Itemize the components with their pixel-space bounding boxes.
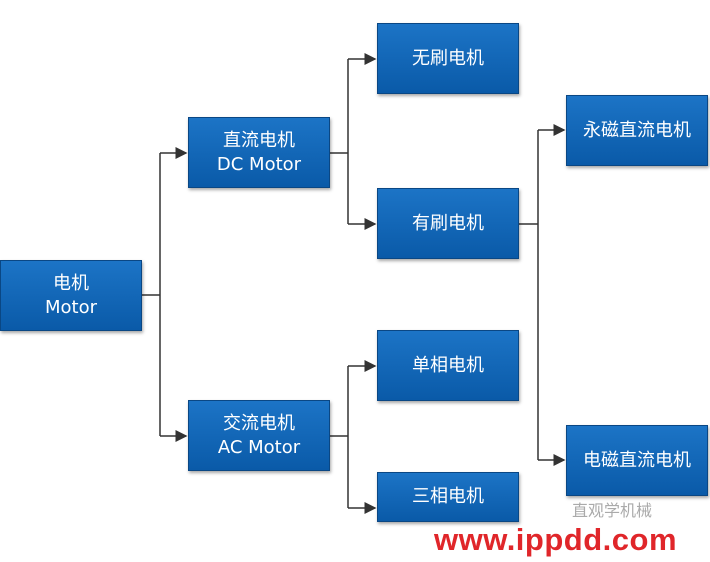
- node-motor: 电机 Motor: [0, 260, 142, 331]
- node-brushless: 无刷电机: [377, 23, 519, 94]
- connector-brushed: [519, 130, 539, 460]
- node-three-phase: 三相电机: [377, 472, 519, 522]
- node-label-zh: 永磁直流电机: [583, 119, 691, 141]
- connector-dc: [330, 59, 349, 224]
- node-label-zh: 交流电机: [223, 412, 295, 434]
- node-dc-motor: 直流电机 DC Motor: [188, 117, 330, 188]
- node-label-zh: 无刷电机: [412, 47, 484, 69]
- connector-ac: [330, 366, 349, 508]
- node-label-zh: 直流电机: [223, 129, 295, 151]
- node-label-en: DC Motor: [216, 153, 302, 175]
- node-label-zh: 电机: [53, 272, 89, 294]
- source-watermark: 直观学机械: [572, 501, 653, 520]
- node-brushed: 有刷电机: [377, 188, 519, 259]
- node-electromagnetic-dc: 电磁直流电机: [566, 425, 708, 496]
- node-single-phase: 单相电机: [377, 330, 519, 401]
- node-label-en: AC Motor: [217, 436, 301, 458]
- connector-motor: [142, 153, 161, 436]
- node-label-en: Motor: [44, 296, 97, 318]
- url-watermark: www.ippdd.com: [434, 522, 678, 557]
- node-label-zh: 单相电机: [412, 354, 484, 376]
- node-label-zh: 有刷电机: [412, 212, 484, 234]
- node-permanent-magnet-dc: 永磁直流电机: [566, 95, 708, 166]
- node-ac-motor: 交流电机 AC Motor: [188, 400, 330, 471]
- node-label-zh: 电磁直流电机: [583, 449, 691, 471]
- node-label-zh: 三相电机: [412, 486, 484, 507]
